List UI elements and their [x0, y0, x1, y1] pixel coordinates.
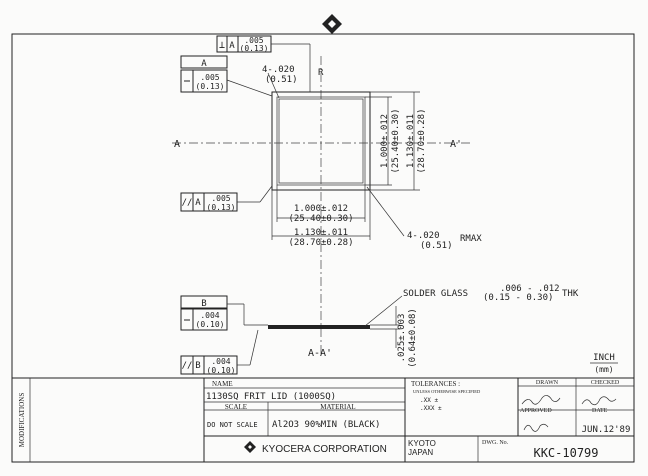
solder-glass-thk-bottom: (0.15 - 0.30): [483, 293, 553, 303]
flatness-bottom-tol-mm: (0.10): [196, 320, 225, 329]
datum-a-box: [180, 55, 228, 69]
par-a-tol-mm: (0.13): [207, 203, 236, 212]
datum-b-box: [180, 295, 228, 309]
parallelism-b-icon: //: [182, 361, 193, 371]
flatness-top-tol-mm: (0.13): [196, 82, 225, 91]
horiz-dim-outer-mm: (28.70±0.28): [288, 238, 353, 248]
par-b-tol-mm: (0.10): [207, 366, 236, 375]
units-inch: INCH: [593, 353, 615, 363]
company-city: KYOTO: [408, 439, 436, 448]
vert-dim-outer-mm: (28.70±0.28): [417, 108, 427, 173]
company-logo-icon: [244, 441, 256, 453]
par-b-datum: B: [195, 361, 200, 371]
approved-label: APPROVED: [520, 408, 552, 414]
scale-label: SCALE: [225, 403, 247, 411]
lid-section-profile: [268, 325, 370, 329]
lid-outer-outline: [271, 91, 371, 191]
vert-dim-outer: 1.130±.011: [406, 114, 416, 168]
par-a-datum: A: [195, 198, 201, 208]
lid-inner-outline: [276, 96, 366, 186]
company-country: JAPAN: [408, 448, 433, 457]
vert-dim-inner: 1.000±.012: [380, 114, 390, 168]
scale-value: DO NOT SCALE: [207, 421, 258, 429]
lid-window: [278, 98, 364, 184]
section-marker-left: A: [174, 139, 180, 150]
tolerances-label: TOLERANCES :: [411, 380, 460, 388]
solder-glass-thk-top: .006 - .012: [500, 284, 560, 294]
perp-tol: .005: [244, 36, 263, 45]
tolerance-line-2: .XXX ±: [420, 405, 442, 412]
corner-rmax-mm: (0.51): [420, 241, 453, 251]
perpendicularity-icon: ⊥: [219, 40, 225, 51]
thickness-dim-mm: (0.64±0.08): [408, 308, 418, 368]
flatness-bottom-tol: .004: [200, 311, 219, 320]
company-name: KYOCERA CORPORATION: [262, 444, 387, 455]
solder-glass-suffix: THK: [562, 289, 579, 299]
checked-label: CHECKED: [591, 380, 620, 386]
kyocera-logo-icon: [322, 14, 342, 34]
material-label: MATERIAL: [320, 403, 355, 411]
flatness-frame-top: [180, 69, 228, 93]
material-value: Al2O3 90%MIN (BLACK): [272, 420, 380, 430]
drawn-signature: [521, 395, 561, 405]
date-label: DATE: [592, 408, 608, 414]
corner-rmax-unit: RMAX: [460, 234, 482, 244]
corner-radius: 4-.020: [262, 65, 295, 75]
horiz-dim-inner-mm: (25.40±0.30): [288, 214, 353, 224]
drawing-border: [11, 33, 635, 463]
section-label: A-A': [308, 348, 332, 359]
datum-a-label: A: [201, 59, 207, 69]
corner-radius-mm: (0.51): [265, 75, 298, 85]
corner-rmax: 4-.020: [407, 231, 440, 241]
horiz-dim-outer: 1.130±.011: [294, 228, 348, 238]
horiz-dim-inner: 1.000±.012: [294, 204, 348, 214]
parallelism-icon: //: [182, 198, 193, 208]
section-marker-right: A': [450, 139, 462, 150]
thickness-dim: .025±.003: [397, 314, 407, 363]
flatness-frame-bottom: [180, 308, 228, 331]
name-label: NAME: [212, 380, 233, 388]
tolerance-line-1: .XX ±: [420, 397, 438, 404]
par-a-tol: .005: [211, 194, 230, 203]
date-value: JUN.12'89: [582, 425, 631, 435]
approved-signature: [523, 423, 549, 432]
corner-radius-unit: R: [318, 68, 324, 78]
modifications-label: MODIFICATIONS: [18, 393, 26, 448]
drawn-label: DRAWN: [536, 380, 559, 386]
solder-glass-label: SOLDER GLASS: [403, 289, 468, 299]
units-mm: (mm): [594, 365, 613, 374]
vert-dim-inner-mm: (25.40±0.30): [391, 108, 401, 173]
checked-signature: [581, 396, 617, 406]
perp-datum: A: [229, 41, 235, 51]
drawing-number: KKC-10799: [533, 446, 598, 460]
datum-b-label: B: [201, 299, 206, 309]
dwg-no-label: DWG. No.: [482, 440, 509, 446]
part-name: 1130SQ FRIT LID (1000SQ): [206, 392, 336, 402]
par-b-tol: .004: [211, 357, 230, 366]
flatness-top-tol: .005: [200, 73, 219, 82]
tolerances-note: UNLESS OTHERWISE SPECIFIED: [413, 389, 481, 394]
perp-tol-mm: (0.13): [240, 44, 269, 53]
